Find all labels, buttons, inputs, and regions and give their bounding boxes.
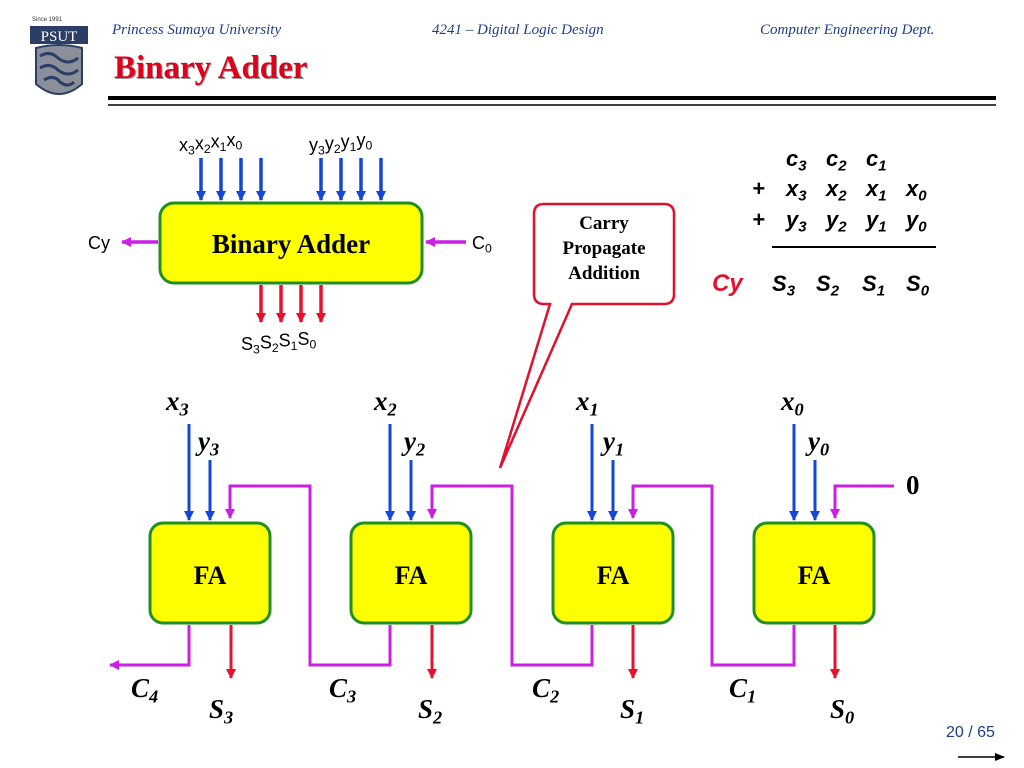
label-y3: y3​ <box>195 426 219 460</box>
term-y3: y3​ <box>785 207 807 235</box>
label-x2: x2​ <box>373 386 397 420</box>
term-x0: x0​ <box>905 176 927 204</box>
chain-labels: x3​ y3​ x2​ y2​ x1​ y1​ x0​ y0​ 0 C4​ C3… <box>131 386 920 728</box>
label-c3: C3​ <box>329 673 356 707</box>
c2-wire <box>427 484 594 667</box>
page-number: 20 / 65 <box>946 724 995 741</box>
x-inputs-label: x3​x2​x1​x0​ <box>179 130 242 158</box>
label-x3: x3​ <box>165 386 189 420</box>
y-inputs-label: y3​y2​y1​y0​ <box>309 130 372 158</box>
fa-box-1 <box>551 521 675 625</box>
fa-boxes: FA FA FA FA <box>148 521 876 625</box>
cy-label: Cy <box>88 233 110 253</box>
c4-wire <box>109 625 191 670</box>
fa-label-2: FA <box>395 561 428 590</box>
plus-sign: + <box>752 207 765 232</box>
c0-label: C0​ <box>472 233 492 256</box>
label-x0: x0​ <box>780 386 804 420</box>
psut-logo: Since 1991 PSUT <box>30 17 88 95</box>
outputs-label: S3​S2​S1​S0​ <box>241 329 317 357</box>
sum-s2: S2​ <box>816 271 840 299</box>
carry-in-zero: 0 <box>906 470 920 500</box>
header-university: Princess Sumaya University <box>112 22 282 38</box>
carry-c1: c1​ <box>866 146 887 174</box>
x-row: + x3​ x2​ x1​ x0​ <box>752 176 927 204</box>
label-y1: y1​ <box>600 426 624 460</box>
top-output-arrows <box>256 285 326 323</box>
logo-band <box>30 26 88 44</box>
term-y2: y2​ <box>825 207 847 235</box>
term-x1: x1​ <box>865 176 887 204</box>
header-course: 4241 – Digital Logic Design <box>432 22 604 38</box>
sum-wires <box>226 625 840 679</box>
label-c1: C1​ <box>729 673 756 707</box>
binary-adder-box <box>158 201 424 285</box>
top-input-arrows <box>196 158 386 201</box>
c1-wire <box>628 484 796 667</box>
logo-pattern <box>39 51 79 87</box>
sum-s3: S3​ <box>772 271 796 299</box>
sum-s0: S0​ <box>906 271 930 299</box>
fa-label-1: FA <box>597 561 630 590</box>
header-department: Computer Engineering Dept. <box>760 22 935 38</box>
slide-title: Binary Adder <box>114 50 308 86</box>
logo-since: Since 1991 <box>32 17 63 23</box>
label-c4: C4​ <box>131 673 158 707</box>
label-s0: S0​ <box>830 694 854 728</box>
fa-box-0 <box>752 521 876 625</box>
fa-label-3: FA <box>194 561 227 590</box>
term-x3: x3​ <box>785 176 807 204</box>
callout-line-3: Addition <box>568 263 640 284</box>
fa-box-2 <box>349 521 473 625</box>
plus-sign: + <box>752 176 765 201</box>
callout-line-2: Propagate <box>562 238 645 259</box>
fa-box-3 <box>148 521 272 625</box>
label-y0: y0​ <box>805 426 829 460</box>
label-c2: C2​ <box>532 673 559 707</box>
addition-table: c3​ c2​ c1​ + x3​ x2​ x1​ x0​ + y3​ y2​ … <box>712 146 936 299</box>
label-s2: S2​ <box>418 694 442 728</box>
label-s1: S1​ <box>620 694 644 728</box>
fa-chain: FA FA FA FA x3​ y3​ x2​ y2​ x1​ y1​ x0​ … <box>109 386 920 728</box>
term-y1: y1​ <box>865 207 887 235</box>
carries-row: c3​ c2​ c1​ <box>786 146 887 174</box>
input-wires <box>184 424 820 521</box>
sum-s1: S1​ <box>862 271 885 299</box>
term-x2: x2​ <box>825 176 847 204</box>
c3-wire <box>225 484 392 667</box>
callout-line-1: Carry <box>579 213 629 234</box>
logo-text: PSUT <box>41 29 78 45</box>
carry-propagate-callout: Carry Propagate Addition <box>498 202 676 469</box>
sum-row: S3​ S2​ S1​ S0​ <box>772 271 930 299</box>
label-s3: S3​ <box>209 694 233 728</box>
y-row: + y3​ y2​ y1​ y0​ <box>752 207 927 235</box>
top-adder: x3​x2​x1​x0​ y3​y2​y1​y0​ Binary Adder C… <box>88 130 492 357</box>
binary-adder-label: Binary Adder <box>212 229 370 259</box>
fa-label-0: FA <box>798 561 831 590</box>
carry-wires <box>109 484 894 670</box>
carry-c3: c3​ <box>786 146 807 174</box>
carry-c2: c2​ <box>826 146 847 174</box>
carry-out-cy: Cy <box>712 270 744 297</box>
callout-bubble <box>498 202 676 469</box>
label-y2: y2​ <box>401 426 425 460</box>
carry-in-zero-wire <box>830 484 894 519</box>
label-x1: x1​ <box>575 386 599 420</box>
term-y0: y0​ <box>905 207 927 235</box>
